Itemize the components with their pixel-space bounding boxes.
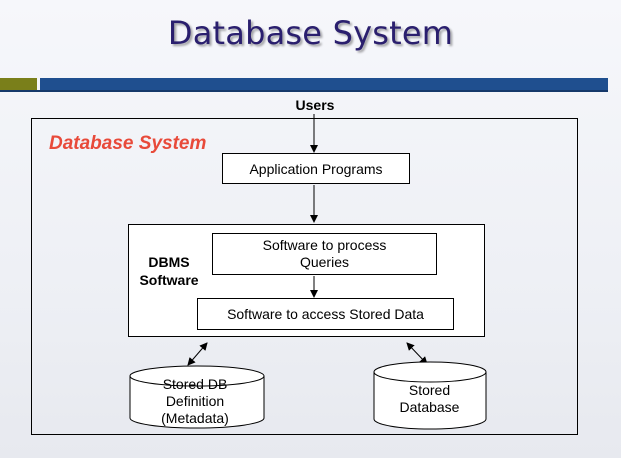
metadata-line1: Stored DB	[162, 376, 228, 392]
dbms-label-line1: DBMS	[148, 254, 190, 270]
application-programs-box: Application Programs	[222, 153, 410, 184]
metadata-line2: Definition	[165, 393, 225, 409]
stored-database-line1: Stored	[408, 382, 451, 398]
header-bar-line	[0, 90, 608, 92]
dbms-software-label: DBMS Software	[133, 253, 205, 289]
metadata-line3: (Metadata)	[161, 410, 229, 426]
query-processor-line1: Software to process	[262, 237, 387, 253]
database-system-label: Database System	[49, 133, 207, 154]
slide-title: Database System	[167, 14, 454, 52]
arrow-dbms-to-database	[406, 342, 428, 365]
header-bar-olive	[0, 78, 37, 92]
stored-database-line2: Database	[399, 399, 460, 415]
query-processor-box: Software to process Queries	[212, 233, 437, 275]
database-system-boundary	[31, 118, 578, 435]
dbms-label-line2: Software	[139, 272, 199, 288]
query-processor-line2: Queries	[299, 254, 349, 270]
metadata-cylinder	[129, 365, 265, 429]
metadata-label: Stored DB Definition (Metadata)	[130, 376, 260, 427]
stored-data-manager-label: Software to access Stored Data	[227, 306, 424, 322]
users-label: Users	[295, 97, 335, 113]
database-cylinder	[373, 361, 487, 430]
arrow-dbms-to-metadata	[187, 342, 208, 366]
application-programs-label: Application Programs	[249, 160, 383, 177]
header-bar-blue	[40, 78, 608, 92]
stored-database-label: Stored Database	[374, 382, 485, 416]
stored-data-manager-box: Software to access Stored Data	[197, 298, 454, 330]
